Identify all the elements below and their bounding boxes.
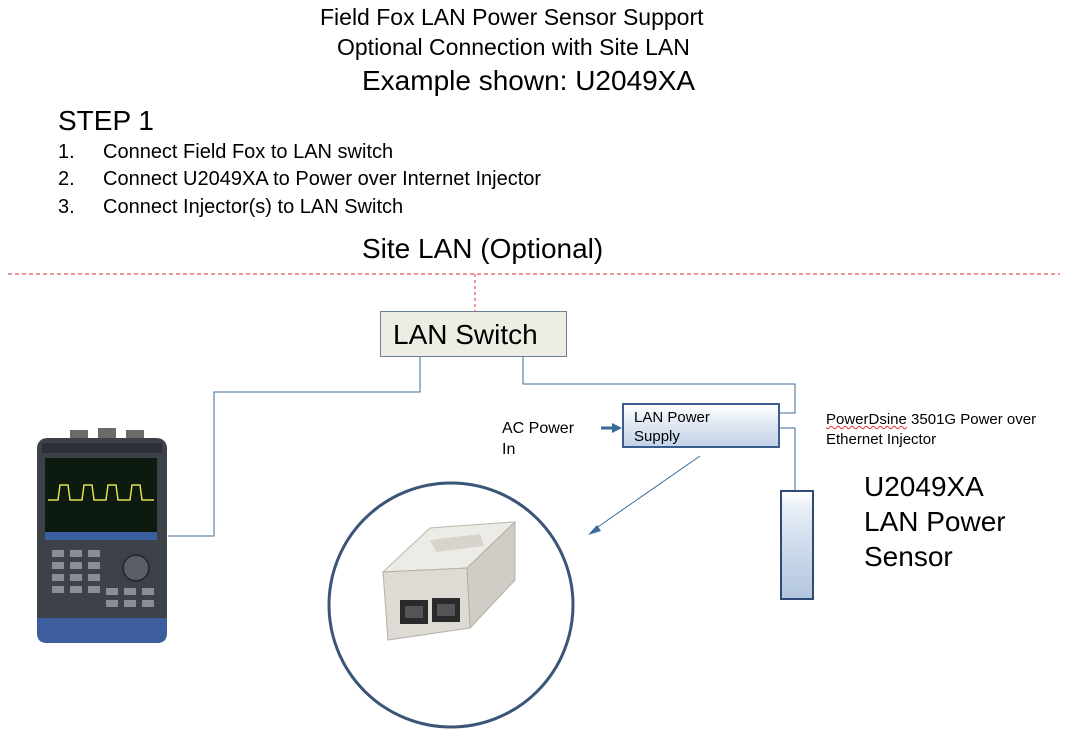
lan-switch-box: LAN Switch: [380, 311, 567, 357]
step-text: Connect U2049XA to Power over Internet I…: [103, 168, 542, 190]
step-item-2: 2. Connect U2049XA to Power over Internet…: [58, 168, 541, 191]
step-number: 2.: [58, 168, 75, 190]
site-lan-label: Site LAN (Optional): [362, 233, 604, 264]
power-sensor-body: [780, 490, 814, 600]
step-item-3: 3. Connect Injector(s) to LAN Switch: [58, 196, 403, 219]
title-line-1: Field Fox LAN Power Sensor Support: [320, 4, 704, 30]
ac-power-label: AC Power In: [502, 420, 575, 458]
ac-power-arrow-icon: [601, 423, 622, 433]
poe-model-text: 3501G Power over: [906, 411, 1037, 428]
step-number: 3.: [58, 196, 75, 218]
poe-brand-name: PowerDsine: [826, 411, 907, 428]
callout-arrow-icon: [588, 455, 701, 535]
step-number: 1.: [58, 141, 75, 163]
title-line-2: Optional Connection with Site LAN: [337, 34, 690, 60]
step-text: Connect Injector(s) to LAN Switch: [103, 196, 404, 218]
poe-description-text: Ethernet Injector: [826, 431, 937, 448]
step-item-1: 1. Connect Field Fox to LAN switch: [58, 141, 393, 164]
fieldfox-analyzer-icon: [37, 428, 167, 643]
step-heading: STEP 1: [58, 105, 154, 136]
power-sensor-label: U2049XA LAN Power Sensor: [864, 471, 1006, 572]
title-line-3: Example shown: U2049XA: [362, 65, 696, 96]
poe-injector-label: PowerDsine 3501G Power over Ethernet Inj…: [826, 410, 1036, 450]
cable-switch-to-fieldfox: [168, 357, 421, 537]
lan-power-supply-box: LAN Power Supply: [622, 403, 780, 448]
poe-injector-device-icon: [381, 520, 517, 641]
cable-switch-to-injector: [522, 357, 796, 414]
cable-injector-to-sensor: [780, 427, 796, 490]
step-text: Connect Field Fox to LAN switch: [103, 141, 394, 163]
